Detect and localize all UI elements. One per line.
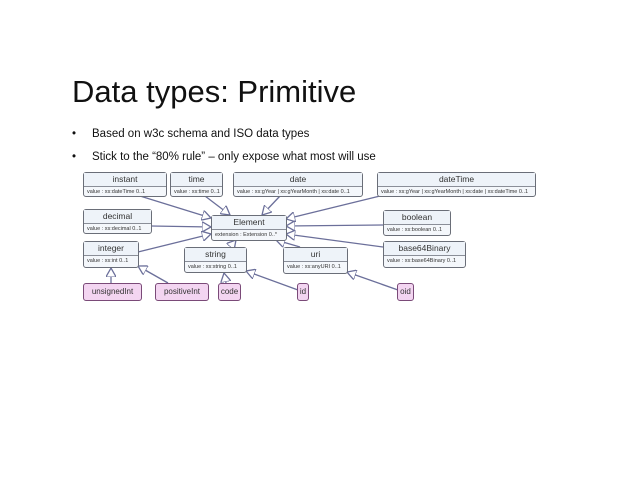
class-attr: value : xs:int 0..1 xyxy=(87,258,129,264)
class-attr: value : xs:gYear | xs:gYearMonth | xs:da… xyxy=(381,189,529,195)
class-attr: value : xs:string 0..1 xyxy=(188,264,237,270)
class-name: boolean xyxy=(384,211,450,225)
class-element: Element extension : Extension 0..* xyxy=(211,215,287,241)
arrow-date xyxy=(262,195,281,215)
class-base64binary: base64Binary value : xs:base64Binary 0..1 xyxy=(383,241,466,268)
class-attr: value : xs:dateTime 0..1 xyxy=(87,189,146,195)
class-instant: instant value : xs:dateTime 0..1 xyxy=(83,172,167,197)
class-boolean: boolean value : xs:boolean 0..1 xyxy=(383,210,451,236)
class-name: string xyxy=(185,248,246,262)
arrow-oid xyxy=(347,272,399,291)
arrow-uri xyxy=(276,240,301,248)
profile-id: id xyxy=(297,283,309,301)
arrow-id xyxy=(246,271,299,291)
bullet-text: Based on w3c schema and ISO data types xyxy=(92,128,310,140)
class-attr: value : xs:decimal 0..1 xyxy=(87,226,142,232)
arrow-base64 xyxy=(286,234,384,248)
profile-oid: oid xyxy=(397,283,414,301)
profile-positiveint: positiveInt xyxy=(155,283,209,301)
class-name: instant xyxy=(84,173,166,187)
class-name: base64Binary xyxy=(384,242,465,256)
arrow-decimal xyxy=(150,226,211,227)
class-attr: value : xs:boolean 0..1 xyxy=(387,227,443,233)
profile-unsignedint: unsignedInt xyxy=(83,283,142,301)
slide-title: Data types: Primitive xyxy=(72,74,357,109)
class-attr: value : xs:base64Binary 0..1 xyxy=(387,258,457,264)
class-datetime: dateTime value : xs:gYear | xs:gYearMonth… xyxy=(377,172,536,197)
class-attr: extension : Extension 0..* xyxy=(215,232,278,238)
class-name: time xyxy=(171,173,222,187)
class-attr: value : xs:anyURI 0..1 xyxy=(287,264,341,270)
class-integer: integer value : xs:int 0..1 xyxy=(83,241,139,268)
arrow-time xyxy=(204,195,230,215)
bullet-text: Stick to the “80% rule” – only expose wh… xyxy=(92,151,376,163)
arrow-boolean xyxy=(286,225,384,226)
class-string: string value : xs:string 0..1 xyxy=(184,247,247,273)
class-name: integer xyxy=(84,242,138,256)
bullet-item: • Based on w3c schema and ISO data types xyxy=(72,128,309,140)
class-date: date value : xs:gYear | xs:gYearMonth | x… xyxy=(233,172,363,197)
arrow-datetime xyxy=(286,195,381,219)
arrow-code xyxy=(224,273,226,284)
class-name: decimal xyxy=(84,210,151,224)
class-name: dateTime xyxy=(378,173,535,187)
bullet-item: • Stick to the “80% rule” – only expose w… xyxy=(72,151,376,163)
class-attr: value : xs:time 0..1 xyxy=(174,189,220,195)
arrow-positiveint xyxy=(138,266,169,284)
class-decimal: decimal value : xs:decimal 0..1 xyxy=(83,209,152,234)
class-name: date xyxy=(234,173,362,187)
class-name: uri xyxy=(284,248,347,262)
class-attr: value : xs:gYear | xs:gYearMonth | xs:da… xyxy=(237,189,350,195)
profile-code: code xyxy=(218,283,241,301)
bullet-icon: • xyxy=(72,151,77,163)
bullet-icon: • xyxy=(72,128,77,140)
arrow-string xyxy=(230,240,236,247)
class-time: time value : xs:time 0..1 xyxy=(170,172,223,197)
class-name: Element xyxy=(212,216,286,230)
class-uri: uri value : xs:anyURI 0..1 xyxy=(283,247,348,274)
arrow-integer xyxy=(137,234,211,253)
arrow-instant xyxy=(139,195,211,218)
